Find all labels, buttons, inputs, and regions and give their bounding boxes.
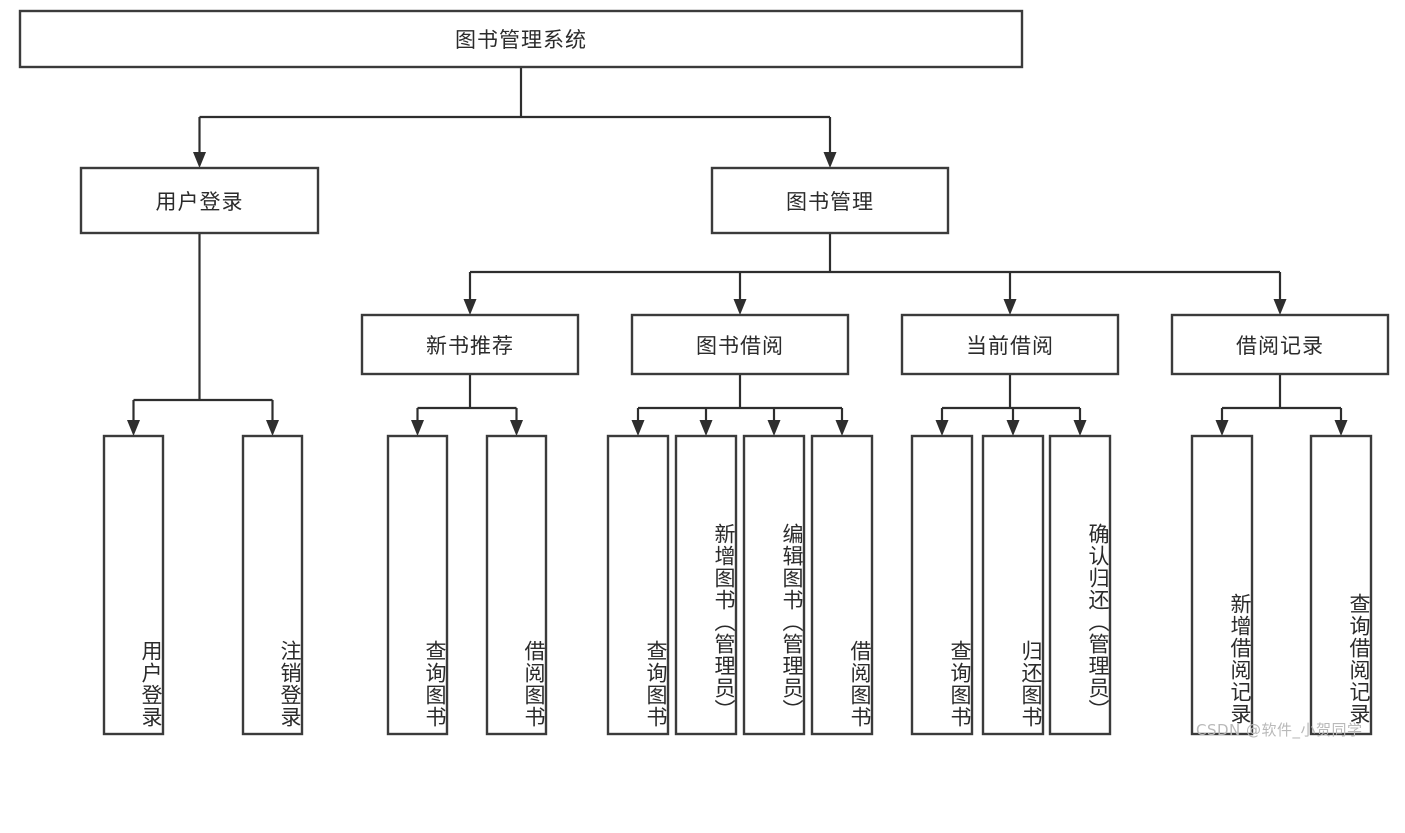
node-box-borrow-record[interactable] [1170,313,1390,376]
node-box-current-borrow[interactable] [900,313,1120,376]
node-box-leaf-rec-borrow-book[interactable] [485,434,548,736]
node-box-leaf-cb-return-book[interactable] [981,434,1045,736]
node-box-book-manage[interactable] [710,166,950,235]
watermark-text: CSDN @软件_小贺同学 [1196,721,1363,739]
diagram-canvas: 图书管理系统用户登录图书管理新书推荐图书借阅当前借阅借阅记录用户登录注销登录查询… [18,9,1390,739]
node-box-leaf-cb-query-book[interactable] [910,434,974,736]
node-box-leaf-user-logout[interactable] [241,434,304,736]
node-box-new-book-rec[interactable] [360,313,580,376]
node-box-leaf-bb-edit-book[interactable] [742,434,806,736]
node-box-user-login[interactable] [79,166,320,235]
node-box-leaf-br-query-record[interactable] [1309,434,1373,736]
node-box-leaf-rec-query-book[interactable] [386,434,449,736]
hierarchy-diagram [18,9,1390,736]
node-box-leaf-cb-confirm-return[interactable] [1048,434,1112,736]
node-box-leaf-user-login[interactable] [102,434,165,736]
node-layer [18,9,1390,736]
node-box-book-borrow[interactable] [630,313,850,376]
node-box-leaf-br-add-record[interactable] [1190,434,1254,736]
node-box-leaf-bb-borrow-book[interactable] [810,434,874,736]
edge-group-bookborrow-to-leaves [631,374,849,436]
node-box-leaf-bb-query-book[interactable] [606,434,670,736]
edge-group-newbookrec-to-leaves [411,374,523,436]
connector-layer [127,67,1348,436]
edge-group-bookmanage-to-level2 [463,233,1287,315]
edge-group-borrowrecord-to-leaves [1215,374,1348,436]
edge-group-currentborrow-to-leaves [935,374,1087,436]
node-box-leaf-bb-add-book[interactable] [674,434,738,736]
node-box-root[interactable] [18,9,1024,69]
edge-group-root-to-level1 [193,67,837,168]
edge-group-userlogin-to-leaves [127,233,279,436]
